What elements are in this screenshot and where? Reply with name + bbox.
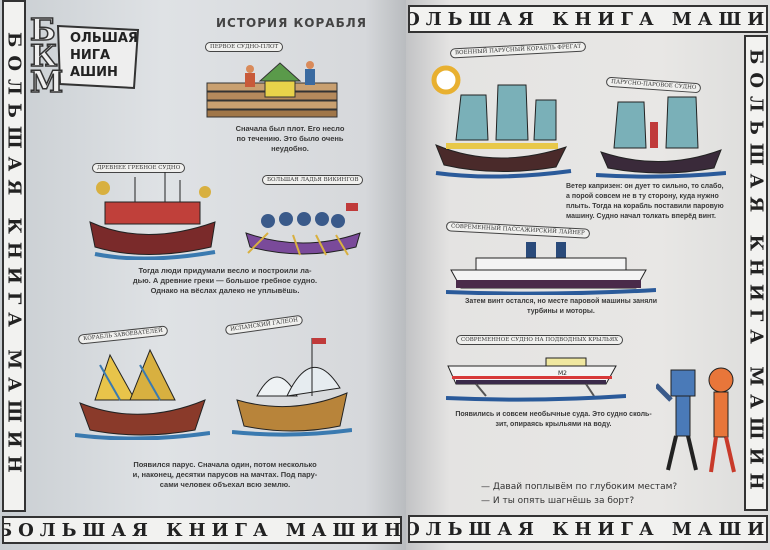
bottom-border-band-right: БОЛЬШАЯ КНИГА МАШИН bbox=[408, 515, 768, 543]
series-logo: БКМ ОЛЬШАЯ НИГА АШИН bbox=[29, 15, 140, 102]
galleon-illustration bbox=[232, 338, 352, 437]
banner-hydrofoil: СОВРЕМЕННОЕ СУДНО НА ПОДВОДНЫХ КРЫЛЬЯХ bbox=[456, 335, 624, 345]
left-page: БОЛЬШАЯ КНИГА МАШИН БОЛЬШАЯ КНИГА МАШИН … bbox=[0, 0, 406, 550]
logo-line-3: АШИН bbox=[70, 65, 118, 80]
right-border-band: БОЛЬШАЯ КНИГА МАШИН bbox=[744, 35, 768, 511]
conqueror-ship-illustration bbox=[75, 348, 210, 440]
viking-longship-illustration bbox=[245, 203, 361, 256]
passenger-liner-illustration bbox=[446, 242, 656, 295]
hull-label: М2 bbox=[558, 370, 567, 377]
left-border-band: БОЛЬШАЯ КНИГА МАШИН bbox=[2, 0, 26, 512]
robots-illustration bbox=[656, 367, 736, 473]
logo-letters: БКМ bbox=[29, 13, 64, 100]
caption-oars: Тогда люди придумали весло и построили л… bbox=[132, 266, 318, 295]
banner-viking: БОЛЬШАЯ ЛАДЬЯ ВИКИНГОВ bbox=[262, 175, 364, 185]
top-border-band: БОЛЬШАЯ КНИГА МАШИН bbox=[408, 5, 768, 33]
dialogue-line-2: — И ты опять шагнёшь за борт? bbox=[481, 496, 635, 506]
caption-hydrofoil: Появились и совсем необычные суда. Это с… bbox=[455, 411, 652, 428]
page-title: ИСТОРИЯ КОРАБЛЯ bbox=[216, 16, 367, 30]
banner-liner: СОВРЕМЕННЫЙ ПАССАЖИРСКИЙ ЛАЙНЕР bbox=[445, 221, 590, 239]
steam-sail-ship-illustration bbox=[596, 96, 726, 179]
banner-raft: ПЕРВОЕ СУДНО-ПЛОТ bbox=[205, 42, 284, 52]
banner-steam: ПАРУСНО-ПАРОВОЕ СУДНО bbox=[605, 76, 702, 94]
caption-steam: Ветер капризен: он дует то сильно, то сл… bbox=[566, 183, 724, 220]
hydrofoil-illustration: М2 bbox=[446, 357, 626, 402]
banner-rowing: ДРЕВНЕЕ ГРЕБНОЕ СУДНО bbox=[92, 163, 186, 173]
frigate-illustration bbox=[431, 65, 572, 179]
bottom-border-band-left: БОЛЬШАЯ КНИГА МАШИН bbox=[2, 516, 402, 544]
galley-illustration bbox=[89, 172, 216, 260]
raft-illustration bbox=[206, 61, 338, 118]
caption-turbine: Затем винт остался, но месте паровой маш… bbox=[464, 298, 658, 315]
caption-sail: Появился парус. Сначала один, потом неск… bbox=[132, 460, 318, 489]
logo-line-1: ОЛЬШАЯ bbox=[70, 31, 138, 46]
banner-conqueror: КОРАБЛЬ ЗАВОЕВАТЕЛЕЙ bbox=[77, 325, 169, 345]
right-page: БОЛЬШАЯ КНИГА МАШИН БОЛЬШАЯ КНИГА МАШИН … bbox=[406, 0, 770, 550]
logo-emblem bbox=[56, 24, 140, 90]
logo-line-2: НИГА bbox=[70, 48, 111, 63]
banner-galleon: ИСПАНСКИЙ ГАЛЕОН bbox=[224, 314, 304, 336]
dialogue-line-1: — Давай поплывём по глубоким местам? bbox=[481, 482, 678, 492]
